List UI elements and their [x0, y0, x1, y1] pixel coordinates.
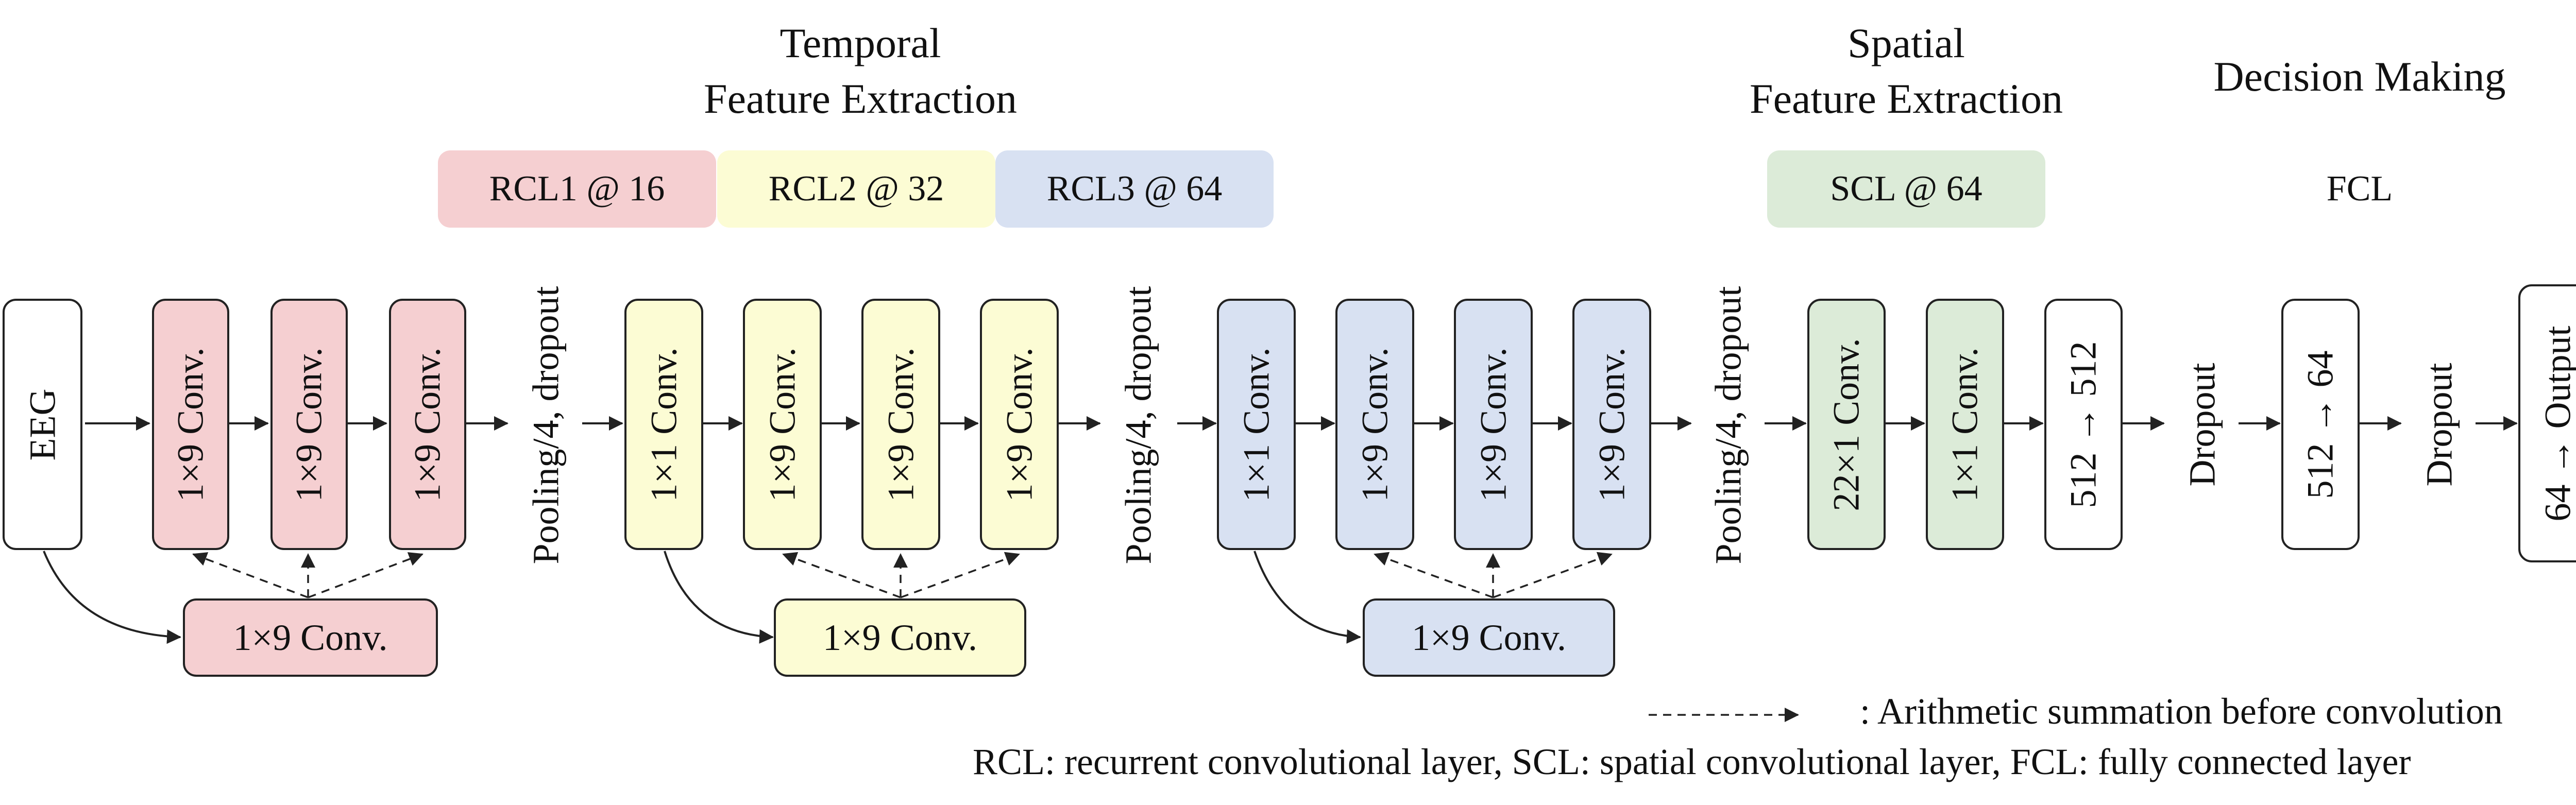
pooling-dropout-3: Pooling/4, dropout — [1692, 268, 1765, 582]
rcl1-badge: RCL1 @ 16 — [438, 150, 716, 228]
rcl1-conv-label-2: 1×9 Conv. — [288, 347, 330, 502]
legend-abbreviations: RCL: recurrent convolutional layer, SCL:… — [973, 741, 2411, 782]
pooling-dropout-label-1: Pooling/4, dropout — [525, 285, 567, 564]
output-block: 64 → Output — [2518, 284, 2576, 562]
rcl2-conv-block-4: 1×9 Conv. — [980, 299, 1059, 550]
dropout-2: Dropout — [2403, 299, 2476, 550]
scl-conv-block-1: 22×1 Conv. — [1807, 299, 1886, 550]
dropout-1: Dropout — [2166, 299, 2239, 550]
temporal-header: Temporal Feature Extraction — [654, 15, 1066, 127]
temporal-header-line1: Temporal — [779, 20, 941, 66]
rcl1-conv-label-1: 1×9 Conv. — [170, 347, 211, 502]
rcl2-conv-block-1: 1×1 Conv. — [624, 299, 703, 550]
rcl1-conv-block-2: 1×9 Conv. — [270, 299, 348, 550]
temporal-header-line2: Feature Extraction — [704, 75, 1017, 122]
eeg-label: EEG — [22, 388, 63, 460]
spatial-header-line2: Feature Extraction — [1750, 75, 2063, 122]
rcl3-conv-block-4: 1×9 Conv. — [1572, 299, 1651, 550]
rcl2-conv-label-2: 1×9 Conv. — [761, 347, 803, 502]
rcl1-skip-conv-block: 1×9 Conv. — [183, 598, 438, 677]
rcl1-conv-label-3: 1×9 Conv. — [406, 347, 448, 502]
decision-header: Decision Making — [2213, 53, 2506, 100]
fc-512-512-label: 512 → 512 — [2062, 341, 2104, 508]
rcl2-conv-label-3: 1×9 Conv. — [880, 347, 922, 502]
pooling-dropout-label-2: Pooling/4, dropout — [1117, 285, 1159, 564]
scl-badge: SCL @ 64 — [1767, 150, 2045, 228]
scl-conv-label-1: 22×1 Conv. — [1825, 338, 1867, 511]
scl-conv-block-2: 1×1 Conv. — [1926, 299, 2004, 550]
fc-512-64-block: 512 → 64 — [2281, 299, 2360, 550]
rcl3-conv-block-3: 1×9 Conv. — [1454, 299, 1533, 550]
rcl2-conv-label-4: 1×9 Conv. — [998, 347, 1040, 502]
pooling-dropout-1: Pooling/4, dropout — [510, 268, 582, 582]
rcl3-conv-label-3: 1×9 Conv. — [1472, 347, 1514, 502]
rcl1-conv-block-3: 1×9 Conv. — [389, 299, 466, 550]
fc-512-64-label: 512 → 64 — [2299, 350, 2341, 499]
pooling-dropout-label-3: Pooling/4, dropout — [1707, 285, 1749, 564]
rcl2-conv-block-2: 1×9 Conv. — [743, 299, 822, 550]
rcl3-conv-block-2: 1×9 Conv. — [1335, 299, 1414, 550]
fcl-label: FCL — [2326, 169, 2393, 209]
dropout-label-1: Dropout — [2181, 363, 2223, 486]
rcl2-conv-block-3: 1×9 Conv. — [861, 299, 940, 550]
eeg-input-block: EEG — [3, 299, 82, 550]
spatial-header-line1: Spatial — [1848, 20, 1965, 66]
rcl2-skip-conv-block: 1×9 Conv. — [774, 598, 1026, 677]
rcl3-badge: RCL3 @ 64 — [995, 150, 1274, 228]
legend-dashed-meaning: : Arithmetic summation before convolutio… — [1860, 691, 2503, 732]
rcl1-conv-block-1: 1×9 Conv. — [152, 299, 229, 550]
output-label: 64 → Output — [2537, 325, 2576, 522]
rcl2-conv-label-1: 1×1 Conv. — [643, 347, 685, 502]
rcl3-conv-label-4: 1×9 Conv. — [1591, 347, 1633, 502]
rcl3-conv-label-1: 1×1 Conv. — [1235, 347, 1277, 502]
scl-conv-label-2: 1×1 Conv. — [1944, 347, 1986, 502]
rcl3-conv-label-2: 1×9 Conv. — [1354, 347, 1396, 502]
rcl3-skip-conv-block: 1×9 Conv. — [1363, 598, 1615, 677]
spatial-header: Spatial Feature Extraction — [1700, 15, 2112, 127]
dropout-label-2: Dropout — [2418, 363, 2460, 486]
rcl2-badge: RCL2 @ 32 — [717, 150, 995, 228]
rcl3-conv-block-1: 1×1 Conv. — [1217, 299, 1296, 550]
fc-512-512-block: 512 → 512 — [2044, 299, 2123, 550]
pooling-dropout-2: Pooling/4, dropout — [1103, 268, 1175, 582]
